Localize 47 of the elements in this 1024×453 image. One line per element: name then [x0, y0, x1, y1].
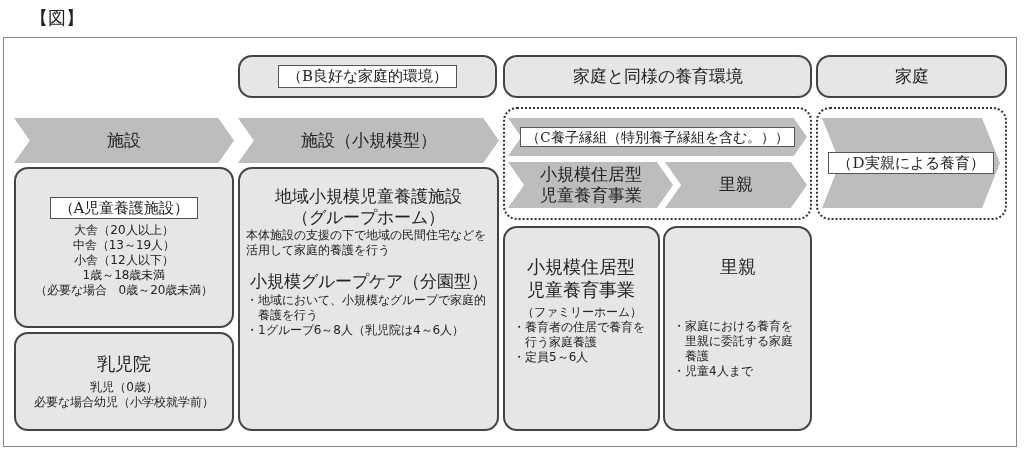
bullet-text: ・定員5～6人: [513, 350, 590, 365]
body-text: 本体施設の支援の下で地域の民間住宅などを活用して家庭的養護を行う: [246, 228, 487, 259]
body-text: 必要な場合幼児（小学校就学前）: [34, 394, 214, 410]
info-card: [14, 332, 234, 431]
info-card: [663, 226, 812, 431]
chevron-band: [14, 118, 234, 163]
bullet-text: ・養育者の住居で養育を行う家庭養護: [513, 320, 646, 350]
heading-text: 乳児院: [97, 353, 151, 376]
figure-title: 【図】: [30, 6, 84, 30]
bullet-text: ・1グループ6～8人（乳児院は4～6人）: [246, 322, 466, 338]
section-label: （A児童養護施設）: [49, 196, 199, 220]
body-text: （ファミリーホーム）: [521, 305, 642, 320]
heading-text: 小規模住居型児童養育事業: [526, 256, 637, 301]
info-card: [238, 167, 499, 431]
body-text: 1歳～18歳未満: [82, 268, 166, 284]
dotted-group: [503, 107, 812, 220]
header-box: [238, 55, 497, 98]
band-text: 家庭と同様の養育環境: [572, 65, 743, 88]
body-text: 小舎（12人以下）: [74, 253, 174, 269]
band-text: 施設: [107, 129, 141, 152]
heading-text: 地域小規模児童養護施設（グループホーム）: [274, 187, 463, 229]
band-text: 小規模住居型児童養育事業: [538, 163, 643, 207]
band-text: 里親: [719, 174, 753, 196]
dotted-group: [816, 107, 1007, 220]
body-text: 乳児（0歳）: [90, 379, 158, 395]
bullet-text: ・家庭における養育を里親に委託する家庭養護: [673, 318, 794, 364]
chevron-band: [665, 162, 807, 208]
body-text: 大舎（20人以上）: [74, 223, 174, 239]
info-card: [14, 167, 234, 328]
chevron-band: [822, 118, 1000, 208]
band-text: 施設（小規模型）: [300, 129, 437, 152]
section-label: （C養子縁組（特別養子縁組を含む。））: [520, 126, 795, 148]
body-text: （必要な場合 0歳～20歳未満）: [34, 283, 214, 299]
section-label: （B良好な家庭的環境）: [278, 65, 457, 88]
info-card: [503, 226, 660, 431]
chevron-band: [238, 118, 499, 163]
bullet-text: ・児童4人まで: [673, 363, 754, 379]
section-label: （D実親による養育）: [828, 151, 994, 175]
heading-text: 小規模グループケア（分園型）: [249, 272, 488, 293]
bullet-text: ・地域において、小規模なグループで家庭的養護を行う: [246, 292, 487, 323]
band-text: 家庭: [894, 65, 929, 88]
header-box: [816, 55, 1007, 98]
chevron-band: [508, 118, 807, 156]
body-text: 中舎（13～19人）: [72, 238, 176, 254]
header-box: [503, 55, 812, 98]
heading-text: 里親: [719, 256, 756, 279]
chevron-band: [508, 162, 673, 208]
